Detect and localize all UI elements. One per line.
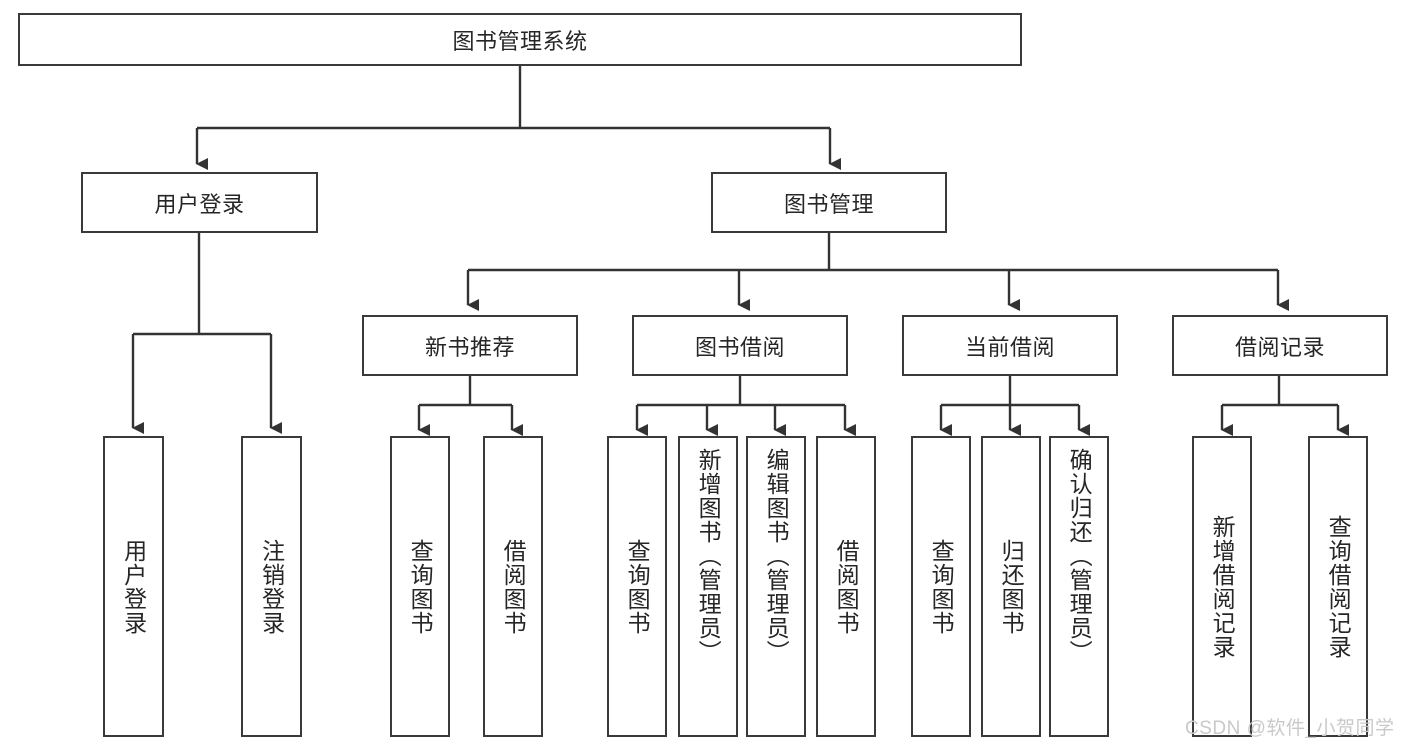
leaf-borrow-edit-book-admin[interactable]: 编辑图书（管理员） [746, 436, 806, 737]
leaf-borrow-add-book-admin[interactable]: 新增图书（管理员） [678, 436, 738, 737]
node-book-borrow[interactable]: 图书借阅 [632, 315, 848, 376]
leaf-current-return-books[interactable]: 归还图书 [981, 436, 1041, 737]
leaf-borrow-query-books[interactable]: 查询图书 [607, 436, 667, 737]
leaf-current-query-books[interactable]: 查询图书 [911, 436, 971, 737]
csdn-watermark: CSDN @软件_小贺同学 [1185, 718, 1395, 739]
node-root-system[interactable]: 图书管理系统 [18, 13, 1022, 66]
node-new-book-recommend[interactable]: 新书推荐 [362, 315, 578, 376]
leaf-user-logout[interactable]: 注销登录 [241, 436, 302, 737]
leaf-borrow-borrow-books[interactable]: 借阅图书 [816, 436, 876, 737]
leaf-recommend-borrow-books[interactable]: 借阅图书 [483, 436, 543, 737]
node-user-login[interactable]: 用户登录 [81, 172, 318, 233]
node-book-management[interactable]: 图书管理 [711, 172, 947, 233]
leaf-user-login[interactable]: 用户登录 [103, 436, 164, 737]
leaf-recommend-query-books[interactable]: 查询图书 [390, 436, 450, 737]
leaf-records-add-record[interactable]: 新增借阅记录 [1192, 436, 1252, 737]
node-borrow-records[interactable]: 借阅记录 [1172, 315, 1388, 376]
node-current-borrow[interactable]: 当前借阅 [902, 315, 1118, 376]
leaf-records-query-record[interactable]: 查询借阅记录 [1308, 436, 1368, 737]
leaf-current-confirm-return-admin[interactable]: 确认归还（管理员） [1049, 436, 1109, 737]
